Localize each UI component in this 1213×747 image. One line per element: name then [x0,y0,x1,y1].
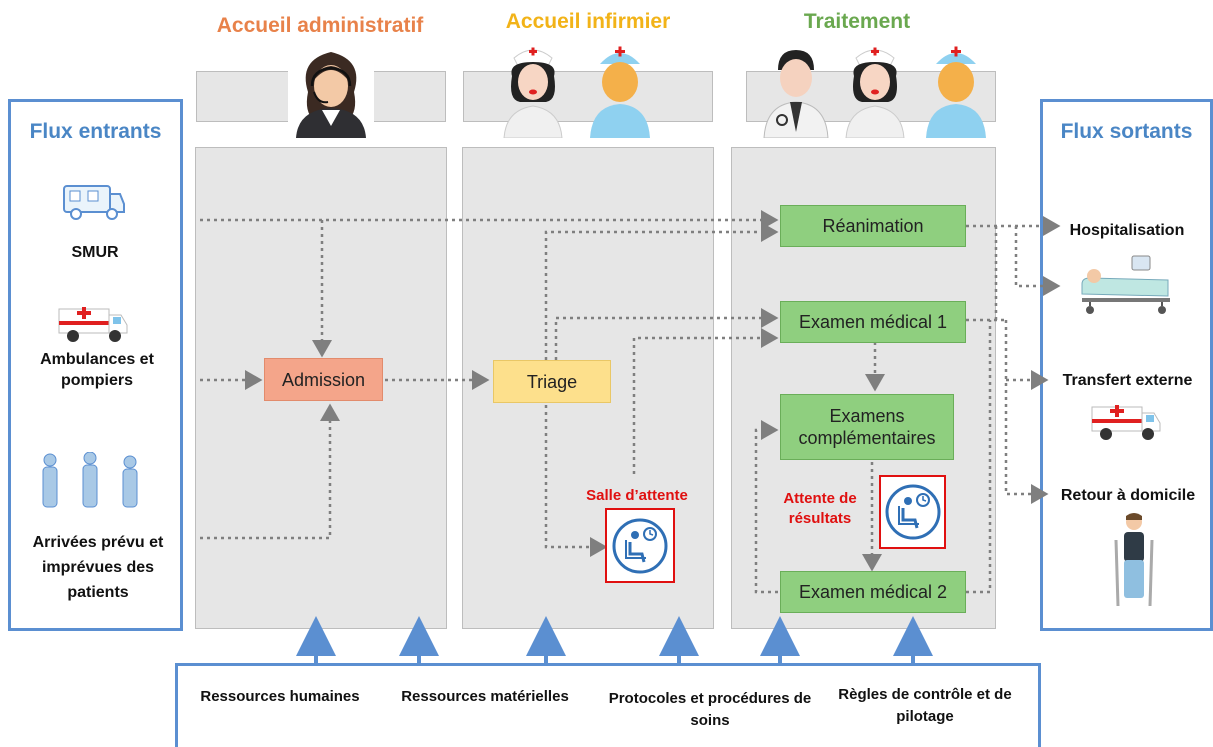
doctor-icon [763,50,829,138]
patients-icon [42,452,138,508]
node-examen-medical-2: Examen médical 2 [780,571,966,613]
resource-rules: Règles de contrôle et de pilotage [838,686,1012,725]
label-salle-attente: Salle d’attente [586,487,688,504]
inflow-item-ambulances: Ambulances et pompiers [40,351,154,389]
outflow-panel: Flux sortants [1040,99,1213,631]
inflow-title: Flux entrants [29,120,162,143]
outflow-item-domicile: Retour à domicile [1060,487,1196,504]
node-reanimation: Réanimation [780,205,966,247]
column-title-admin: Accueil administratif [216,14,424,37]
node-examens-complementaires: Examens complémentaires [780,394,954,460]
smur-ambulance-icon [63,185,125,220]
inflow-item-arrivals: Arrivées prévu et imprévues des patients [32,534,164,601]
outflow-item-transfert: Transfert externe [1062,372,1193,389]
label-attente-resultats: Attente de résultats [783,490,857,527]
header-box-nurse [463,71,713,122]
crutches-patient-icon [1114,513,1154,607]
resource-material: Ressources matérielles [401,688,569,705]
nurse-female-icon-2 [845,47,905,138]
node-triage: Triage [493,360,611,403]
ambulance-icon [58,307,128,342]
resource-human: Ressources humaines [200,688,360,705]
node-admission: Admission [264,358,383,401]
nurse-female-icon [503,47,563,138]
outflow-title: Flux sortants [1060,120,1193,143]
resources-panel [175,663,1041,747]
outflow-item-hospitalisation: Hospitalisation [1069,222,1185,239]
nurse-male-icon-2 [926,46,986,138]
waiting-chair-icon [612,518,668,574]
receptionist-icon [288,40,374,138]
column-title-nurse: Accueil infirmier [505,10,671,33]
nurse-male-icon [590,46,650,138]
ambulance-out-icon [1091,405,1161,440]
inflow-panel: Flux entrants [8,99,183,631]
resource-protocols: Protocoles et procédures de soins [608,690,812,729]
column-title-treatment: Traitement [803,10,911,33]
node-examen-medical-1: Examen médical 1 [780,301,966,343]
hospital-bed-icon [1081,255,1170,314]
waiting-chair-icon-2 [885,484,941,540]
inflow-item-smur: SMUR [71,244,119,261]
